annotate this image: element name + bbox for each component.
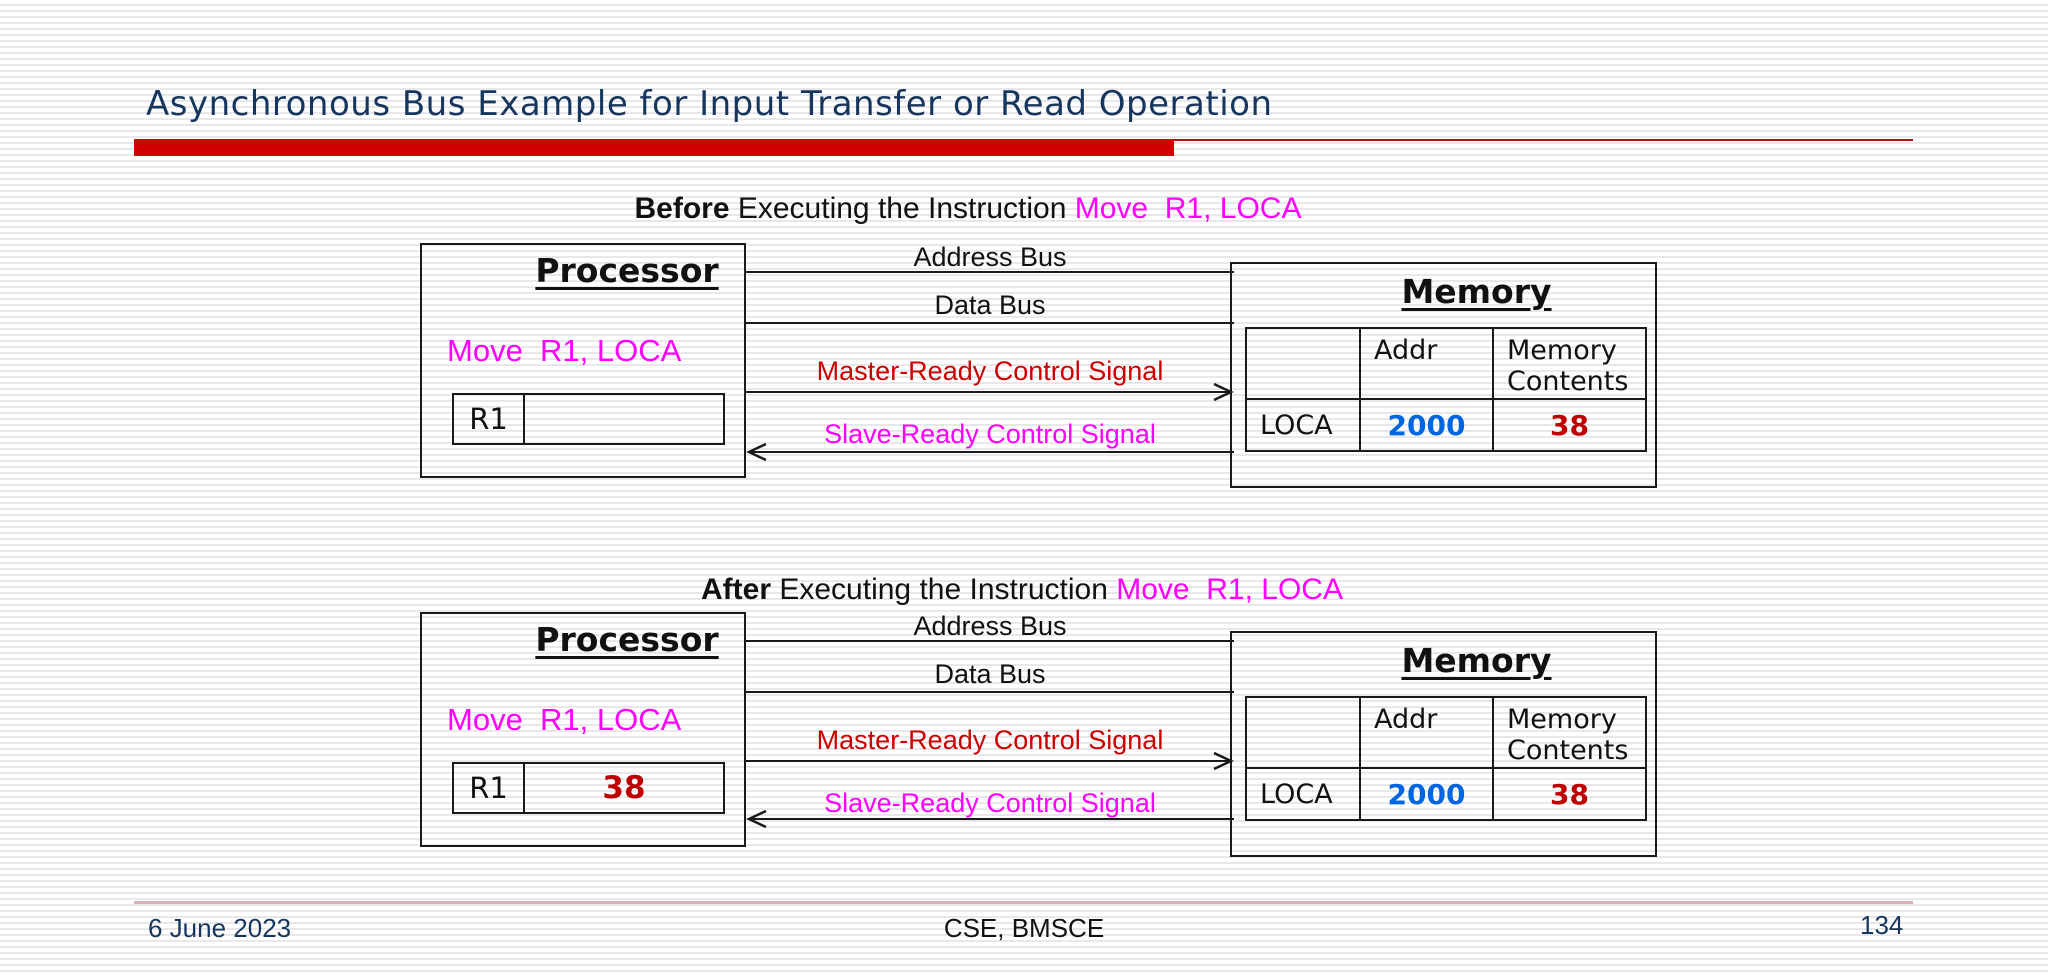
footer-page-number: 134	[1860, 910, 1904, 940]
cell-contents-value: 38	[1550, 408, 1589, 442]
after-diagram: After Executing the Instruction Move R1,…	[0, 573, 2048, 857]
before-heading-bold: Before	[634, 192, 730, 225]
processor-box: Processor Move R1, LOCA R1	[420, 243, 746, 478]
memory-box: Memory Addr Memory Contents LOCA 2000 38	[1230, 631, 1657, 857]
master-ready-label: Master-Ready Control Signal	[816, 725, 1164, 755]
memory-table: Addr Memory Contents LOCA 2000 38	[1245, 696, 1647, 821]
header-cell-addr: Addr	[1359, 698, 1494, 767]
after-heading-text: Executing the Instruction	[771, 573, 1117, 606]
after-heading-bold: After	[701, 573, 772, 606]
memory-table: Addr Memory Contents LOCA 2000 38	[1245, 327, 1647, 452]
header-cell-contents: Memory Contents	[1507, 335, 1629, 397]
footer-org: CSE, BMSCE	[943, 913, 1105, 943]
memory-table-data-row: LOCA 2000 38	[1247, 769, 1645, 819]
cell-addr-value: 2000	[1359, 769, 1494, 819]
slave-ready-label: Slave-Ready Control Signal	[824, 419, 1156, 449]
address-bus-label: Address Bus	[913, 611, 1067, 641]
memory-table-header-row: Addr Memory Contents	[1247, 698, 1645, 769]
register-name: R1	[454, 764, 525, 812]
address-bus-label: Address Bus	[913, 242, 1067, 272]
header-cell-contents: Memory Contents	[1507, 704, 1629, 766]
master-ready-label: Master-Ready Control Signal	[816, 356, 1164, 386]
r1-register: R1 38	[452, 762, 725, 814]
before-heading-text: Executing the Instruction	[729, 192, 1075, 225]
bus-lines	[746, 271, 1234, 462]
bus-lines	[746, 640, 1234, 829]
slave-ready-arrowhead	[746, 442, 767, 462]
header-cell-blank	[1247, 329, 1359, 398]
processor-box: Processor Move R1, LOCA R1 38	[420, 612, 746, 847]
slave-ready-arrowhead	[746, 809, 767, 829]
before-heading-instruction: Move R1, LOCA	[1074, 192, 1302, 225]
memory-title: Memory	[1401, 272, 1552, 311]
cell-loca: LOCA	[1260, 778, 1333, 810]
memory-box: Memory Addr Memory Contents LOCA 2000 38	[1230, 262, 1657, 488]
before-heading: Before Executing the Instruction Move R1…	[0, 192, 1992, 226]
memory-table-header-row: Addr Memory Contents	[1247, 329, 1645, 400]
memory-table-data-row: LOCA 2000 38	[1247, 400, 1645, 450]
header-cell-addr: Addr	[1359, 329, 1494, 398]
footer-rule	[134, 901, 1913, 904]
data-bus-label: Data Bus	[934, 659, 1046, 689]
title-rule-thick	[134, 139, 1174, 156]
register-name: R1	[454, 395, 525, 443]
slave-ready-label: Slave-Ready Control Signal	[824, 788, 1156, 818]
page-title: Asynchronous Bus Example for Input Trans…	[146, 84, 1273, 124]
cell-loca: LOCA	[1260, 409, 1333, 441]
after-heading: After Executing the Instruction Move R1,…	[0, 573, 2046, 607]
processor-instruction: Move R1, LOCA	[447, 333, 682, 368]
after-heading-instruction: Move R1, LOCA	[1116, 573, 1343, 606]
cell-contents-value: 38	[1550, 777, 1589, 811]
processor-title: Processor	[535, 251, 719, 290]
processor-instruction: Move R1, LOCA	[447, 702, 682, 737]
memory-title: Memory	[1401, 641, 1552, 680]
processor-title: Processor	[535, 620, 719, 659]
header-cell-blank	[1247, 698, 1359, 767]
register-value	[525, 395, 723, 443]
data-bus-label: Data Bus	[934, 290, 1046, 320]
r1-register: R1	[452, 393, 725, 445]
footer-date: 6 June 2023	[148, 913, 292, 943]
register-value: 38	[602, 770, 646, 806]
cell-addr-value: 2000	[1359, 400, 1494, 450]
before-diagram: Before Executing the Instruction Move R1…	[0, 192, 2048, 488]
